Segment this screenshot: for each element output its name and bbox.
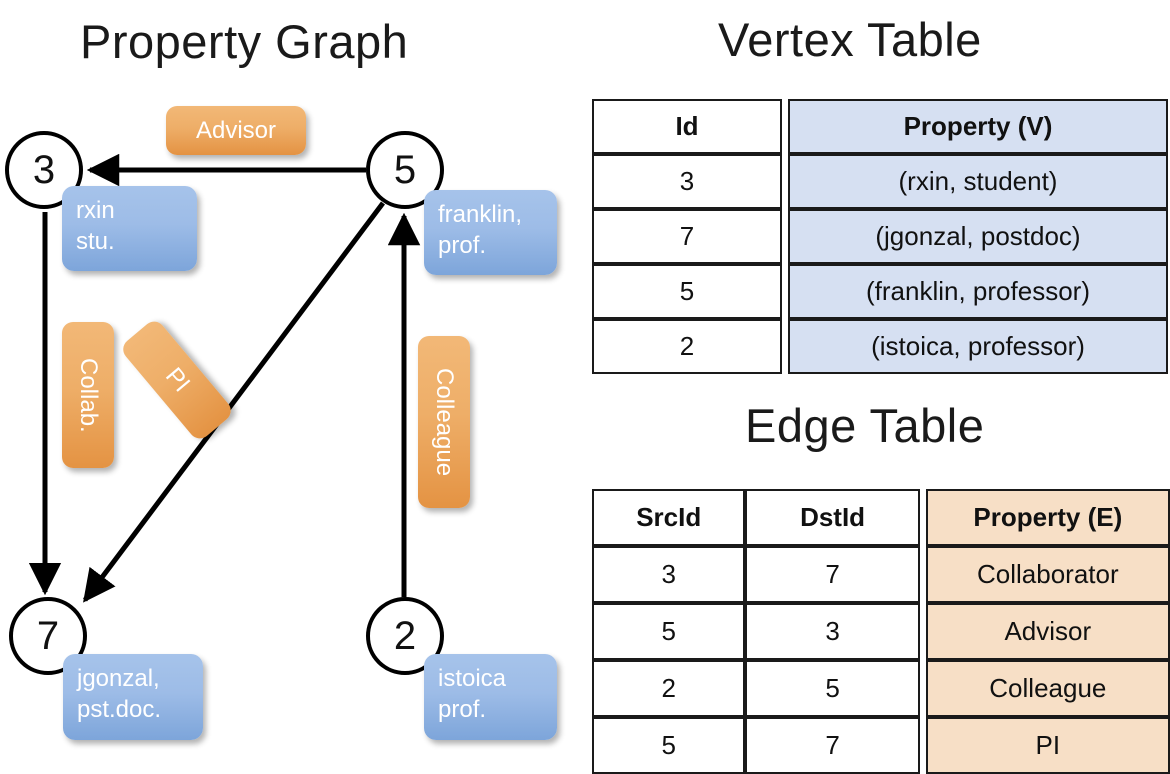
edge-table-cell-dstid: 5 (745, 660, 920, 717)
edge-table-cell-property: Colleague (925, 660, 1170, 717)
callout-line-2: prof. (438, 231, 487, 259)
edge-table-cell-srcid: 5 (592, 717, 746, 774)
table-header-row: Id Property (V) (592, 99, 1168, 154)
edge-label-collab: Collab. (62, 322, 114, 468)
vertex-table-cell-id: 3 (592, 154, 782, 209)
vertex-table-cell-property: (rxin, student) (788, 154, 1168, 209)
edge-label-advisor-text: Advisor (195, 116, 277, 144)
callout-line-2: pst.doc. (77, 695, 162, 723)
vertex-property-callout-jgonzal: jgonzal, pst.doc. (63, 654, 203, 740)
callout-line-1: istoica (438, 665, 507, 692)
edge-table-cell-srcid: 5 (592, 603, 746, 660)
edge-label-pi-text: PI (159, 362, 196, 398)
page-title-property-graph: Property Graph (80, 15, 409, 68)
table-row: 2 (istoica, professor) (592, 319, 1168, 374)
edge-table-header-dstid: DstId (745, 489, 920, 546)
edge-label-colleague: Colleague (418, 336, 470, 508)
vertex-table-header-id: Id (592, 99, 782, 154)
edge-table-header-property: Property (E) (925, 489, 1170, 546)
edge-table-cell-srcid: 3 (592, 546, 746, 603)
table-row: 5 7 PI (592, 717, 1170, 774)
vertex-table: Id Property (V) 3 (rxin, student) 7 (jgo… (592, 99, 1168, 374)
vertex-table-cell-id: 7 (592, 209, 782, 264)
vertex-table-cell-property: (istoica, professor) (788, 319, 1168, 374)
page-title-edge-table: Edge Table (745, 399, 985, 452)
edge-table-cell-dstid: 7 (745, 717, 920, 774)
edge-table-cell-dstid: 7 (745, 546, 920, 603)
edge-table-header-srcid: SrcId (592, 489, 746, 546)
table-row: 3 7 Collaborator (592, 546, 1170, 603)
edge-5-to-7-pi (83, 201, 385, 603)
vertex-table-cell-property: (jgonzal, postdoc) (788, 209, 1168, 264)
callout-line-2: stu. (76, 227, 115, 255)
vertex-node-2[interactable]: 2 (366, 597, 444, 675)
vertex-table-header-property: Property (V) (788, 99, 1168, 154)
edge-label-advisor: Advisor (166, 106, 306, 155)
vertex-property-callout-rxin: rxin stu. (62, 186, 197, 271)
table-row: 5 (franklin, professor) (592, 264, 1168, 319)
table-row: 2 5 Colleague (592, 660, 1170, 717)
page-title-vertex-table: Vertex Table (718, 13, 982, 66)
vertex-property-callout-istoica: istoica prof. (424, 654, 557, 740)
edge-table: SrcId DstId Property (E) 3 7 Collaborato… (592, 489, 1170, 774)
edge-table-cell-property: Collaborator (925, 546, 1170, 603)
vertex-property-callout-franklin: franklin, prof. (424, 190, 557, 275)
vertex-table-cell-id: 2 (592, 319, 782, 374)
edge-table-cell-srcid: 2 (592, 660, 746, 717)
edge-label-colleague-text: Colleague (431, 367, 458, 477)
callout-line-1: jgonzal, (77, 665, 160, 692)
graph-edges-svg (28, 153, 421, 603)
table-row: 5 3 Advisor (592, 603, 1170, 660)
callout-line-2: prof. (438, 695, 487, 723)
vertex-table-cell-property: (franklin, professor) (788, 264, 1168, 319)
edge-table-cell-property: Advisor (925, 603, 1170, 660)
edge-label-collab-text: Collab. (75, 357, 102, 433)
vertex-table-cell-id: 5 (592, 264, 782, 319)
table-row: 7 (jgonzal, postdoc) (592, 209, 1168, 264)
edge-table-cell-property: PI (925, 717, 1170, 774)
vertex-node-5[interactable]: 5 (366, 131, 444, 209)
property-graph-diagram: 3 5 7 2 rxin stu. franklin, prof. jgonza… (0, 0, 585, 760)
callout-line-1: franklin, (438, 201, 523, 228)
table-row: 3 (rxin, student) (592, 154, 1168, 209)
edge-table-cell-dstid: 3 (745, 603, 920, 660)
callout-line-1: rxin (76, 197, 115, 224)
table-header-row: SrcId DstId Property (E) (592, 489, 1170, 546)
